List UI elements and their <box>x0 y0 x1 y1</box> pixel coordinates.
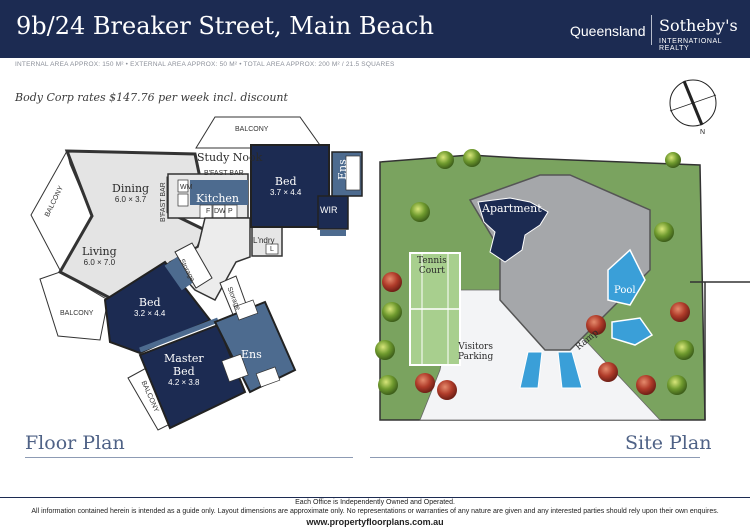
footer-office-note: Each Office is Independently Owned and O… <box>295 499 455 506</box>
kitchen-bench <box>190 180 248 205</box>
site-label-pool: Pool <box>614 285 636 296</box>
footer-rule <box>0 497 750 498</box>
floor-plan-title: Floor Plan <box>25 432 125 454</box>
room-ensuite-1: Ens <box>336 159 349 180</box>
label-washing-machine: WM <box>180 184 193 191</box>
site-trees <box>375 149 694 400</box>
room-wir: WIR <box>320 205 338 215</box>
brand-logo-name: Sotheby's <box>659 16 738 35</box>
property-title: 9b/24 Breaker Street, Main Beach <box>16 12 434 40</box>
site-plan-title: Site Plan <box>625 432 712 454</box>
wir-room <box>317 195 349 230</box>
balcony-mid-shape <box>39 271 109 341</box>
room-kitchen: Kitchen <box>196 192 239 205</box>
bed1-room <box>250 144 330 228</box>
brand-logo-subtitle: INTERNATIONAL REALTY <box>659 38 723 52</box>
room-ensuite-2: Ens <box>241 348 262 361</box>
compass-north-label: N <box>700 129 705 136</box>
room-living: Living 6.0 × 7.0 <box>82 245 117 267</box>
master-bed-room <box>138 323 247 430</box>
site-plan-rule <box>370 457 700 458</box>
pool-lower <box>611 317 654 346</box>
brand-region: Queensland <box>570 23 646 39</box>
room-bed-2: Bed 3.2 × 4.4 <box>134 296 166 318</box>
label-laundry-tub: L <box>270 246 274 253</box>
label-fridge: F <box>206 208 211 215</box>
storage1-space <box>174 242 213 289</box>
area-summary: INTERNAL AREA APPROX: 150 M² • EXTERNAL … <box>15 61 395 68</box>
room-bed-1: Bed 3.7 × 4.4 <box>270 175 302 197</box>
floor-plan-rule <box>25 457 353 458</box>
footer-disclaimer: All information contained herein is inte… <box>31 508 719 515</box>
site-plan-drawing <box>375 149 750 421</box>
apartment-unit <box>477 197 549 263</box>
label-bfast-bar-side: B'FAST BAR <box>160 182 167 222</box>
ramp-left <box>519 351 543 389</box>
label-bfast-bar-top: B'FAST BAR <box>204 170 244 177</box>
north-compass-icon: N <box>669 79 717 136</box>
label-dishwasher: DW <box>214 208 226 215</box>
site-label-tennis-court: Tennis Court <box>417 256 447 276</box>
brand-divider <box>651 15 652 45</box>
label-pantry: P <box>228 208 233 215</box>
pool-upper <box>607 248 646 306</box>
label-balcony-top: BALCONY <box>235 126 269 133</box>
floor-plan-drawing <box>30 116 363 431</box>
site-label-apartment: Apartment <box>482 202 542 215</box>
ramp-right <box>557 351 583 389</box>
label-balcony-mid: BALCONY <box>60 310 94 317</box>
room-laundry: L'ndry <box>253 236 275 245</box>
room-dining: Dining 6.0 × 3.7 <box>112 182 150 204</box>
body-corp-rates: Body Corp rates $147.76 per week incl. d… <box>15 91 288 104</box>
room-master-bed: Master Bed 4.2 × 3.8 <box>164 352 204 387</box>
site-label-visitors-parking: Visitors Parking <box>458 342 494 362</box>
room-study-nook: Study Nook <box>197 151 263 164</box>
header-bar: 9b/24 Breaker Street, Main Beach Queensl… <box>0 0 750 58</box>
footer-website-link[interactable]: www.propertyfloorplans.com.au <box>306 517 444 527</box>
